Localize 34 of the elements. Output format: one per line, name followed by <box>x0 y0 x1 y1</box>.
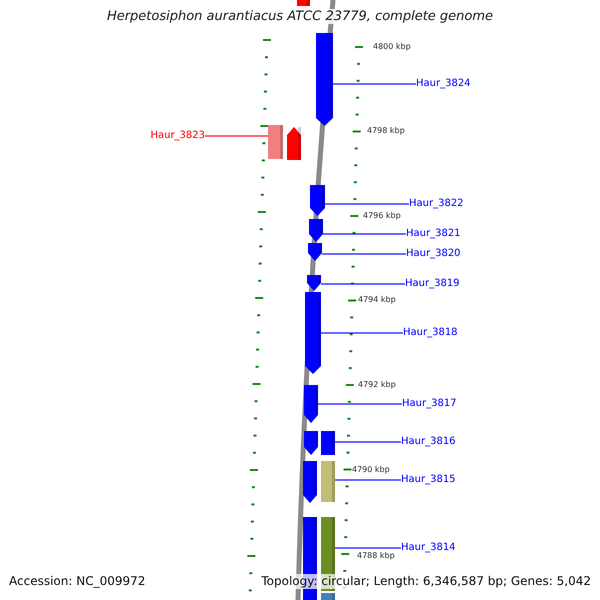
gene-label: Haur_3824 <box>416 78 471 90</box>
gene-feature <box>303 461 317 503</box>
gene-label: Haur_3817 <box>402 398 457 410</box>
scale-label: 4790 kbp <box>352 465 390 475</box>
gene-label: Haur_3818 <box>403 327 458 339</box>
gene-label: Haur_3823 <box>150 130 205 142</box>
gene-feature <box>321 461 335 502</box>
gene-feature <box>297 0 310 6</box>
scale-label: 4800 kbp <box>373 42 411 52</box>
gene-label: Haur_3822 <box>409 198 464 210</box>
scale-label: 4794 kbp <box>358 295 396 305</box>
gene-feature <box>304 431 318 455</box>
gene-feature <box>304 385 318 423</box>
gene-feature <box>310 185 325 216</box>
scale-label: 4792 kbp <box>358 380 396 390</box>
genome-summary-text: Topology: circular; Length: 6,346,587 bp; Genes: 5,042 <box>261 574 591 589</box>
gene-label: Haur_3821 <box>406 228 461 240</box>
gene-label: Haur_3816 <box>401 436 456 448</box>
gene-feature <box>287 127 301 160</box>
gene-feature <box>309 219 323 242</box>
scale-label: 4796 kbp <box>363 211 401 221</box>
gene-feature <box>307 275 321 291</box>
gene-label: Haur_3814 <box>401 542 456 554</box>
gene-feature <box>268 125 283 159</box>
gene-label: Haur_3819 <box>405 278 460 290</box>
accession-text: Accession: NC_009972 <box>9 574 146 589</box>
gene-feature <box>308 243 322 261</box>
gene-label: Haur_3815 <box>401 474 456 486</box>
gene-feature <box>321 431 335 455</box>
gene-label: Haur_3820 <box>406 248 461 260</box>
scale-label: 4788 kbp <box>357 551 395 561</box>
scale-label: 4798 kbp <box>367 126 405 136</box>
gene-feature <box>316 33 333 126</box>
leader-line <box>320 332 404 334</box>
